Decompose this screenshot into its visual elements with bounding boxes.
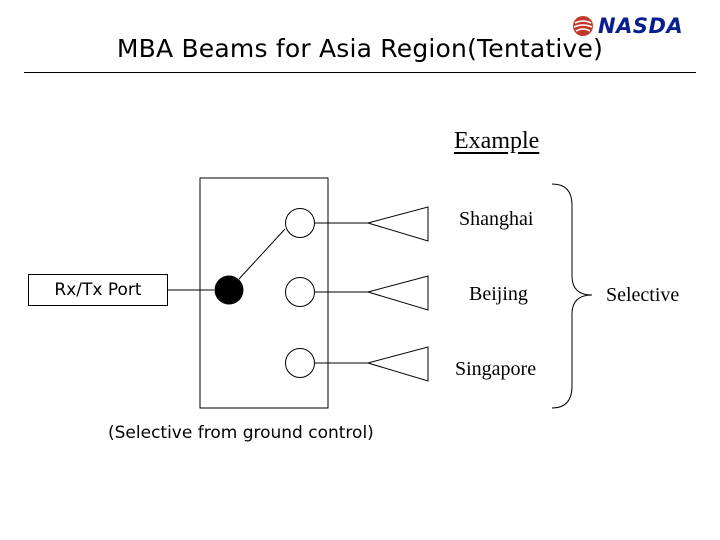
example-heading: Example	[454, 128, 540, 154]
output-port-singapore	[285, 348, 315, 378]
output-port-shanghai	[285, 208, 315, 238]
nasda-logo-text: NASDA	[598, 14, 684, 38]
horn-antenna-shanghai	[366, 206, 429, 242]
ground-control-note: (Selective from ground control)	[108, 423, 374, 443]
selective-label: Selective	[606, 284, 680, 306]
switch-pivot	[214, 275, 244, 305]
rx-tx-port-box: Rx/Tx Port	[28, 274, 168, 306]
beam-label-shanghai: Shanghai	[459, 208, 534, 230]
nasda-logo: NASDA	[572, 12, 712, 40]
selective-brace	[551, 183, 593, 409]
beam-label-beijing: Beijing	[469, 283, 528, 305]
nasda-logo-mark-icon	[573, 16, 593, 36]
switch-arm	[238, 228, 286, 280]
horn-antenna-beijing	[366, 275, 429, 311]
output-port-beijing	[285, 277, 315, 307]
switch-box	[199, 177, 329, 409]
beam-label-singapore: Singapore	[455, 358, 537, 380]
horn-antenna-singapore	[366, 346, 429, 382]
rx-tx-port-label: Rx/Tx Port	[54, 280, 142, 300]
page-title: MBA Beams for Asia Region(Tentative)	[116, 34, 604, 63]
title-divider	[24, 72, 696, 73]
